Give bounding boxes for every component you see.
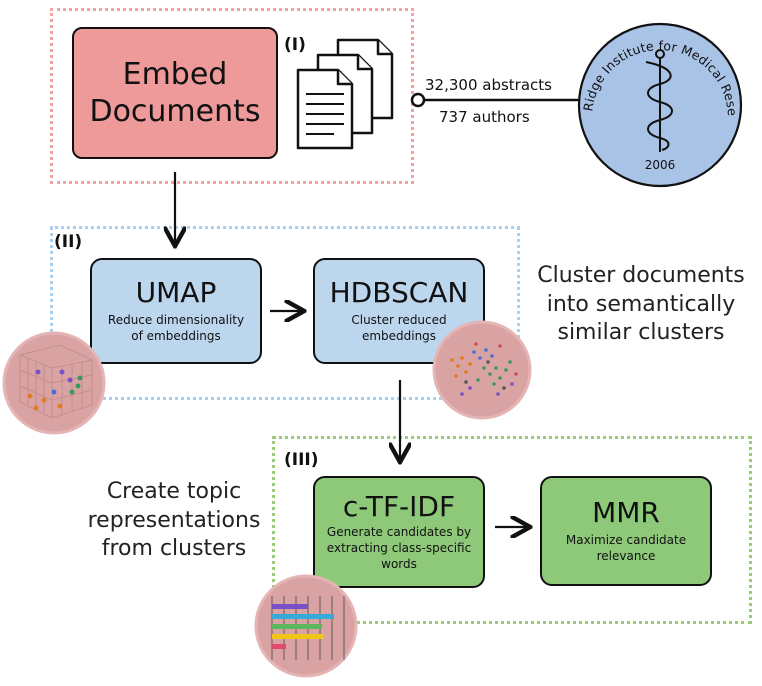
ctfidf-box: c-TF-IDF Generate candidates by extracti…	[313, 476, 485, 588]
authors-count: 737 authors	[439, 108, 530, 126]
umap-box: UMAP Reduce dimensionality of embeddings	[90, 258, 262, 364]
abstracts-count: 32,300 abstracts	[425, 76, 552, 94]
caduceus-icon	[645, 49, 673, 152]
umap-desc-2: of embeddings	[131, 329, 221, 344]
cluster-description: Cluster documents into semantically simi…	[532, 262, 750, 348]
mmr-title: MMR	[592, 495, 660, 529]
mmr-box: MMR Maximize candidate relevance	[540, 476, 712, 586]
section-cluster-box	[50, 226, 520, 400]
connector-node	[410, 92, 426, 108]
hdbscan-box: HDBSCAN Cluster reduced embeddings	[313, 258, 485, 364]
stage-one-label: (I)	[284, 35, 306, 55]
cluster-desc-line3: similar clusters	[557, 320, 725, 346]
ctfidf-desc-3: words	[381, 557, 417, 572]
hdbscan-desc-1: Cluster reduced	[351, 313, 447, 328]
topics-desc-line2: representations	[87, 507, 261, 533]
hdbscan-title: HDBSCAN	[329, 275, 469, 309]
topics-desc-line3: from clusters	[101, 536, 247, 562]
cluster-desc-line2: into semantically	[546, 291, 736, 317]
ctfidf-desc-1: Generate candidates by	[326, 525, 472, 540]
mmr-desc-1: Maximize candidate	[565, 533, 687, 548]
umap-title: UMAP	[135, 275, 217, 309]
stage-three-label: (III)	[284, 450, 319, 470]
umap-desc-1: Reduce dimensionality	[107, 313, 245, 328]
cluster-desc-line1: Cluster documents	[537, 263, 745, 288]
ctfidf-title: c-TF-IDF	[342, 489, 456, 523]
embed-title-line2: Documents	[89, 94, 261, 129]
embed-documents-box: Embed Documents	[72, 27, 278, 159]
topics-desc-line1: Create topic	[106, 479, 242, 504]
mmr-desc-2: relevance	[596, 549, 656, 564]
hdbscan-desc-2: embeddings	[361, 329, 437, 344]
ctfidf-desc-2: extracting class-specific	[326, 541, 472, 556]
stage-two-label: (II)	[54, 232, 83, 252]
seal-year: 2006	[645, 158, 676, 172]
embed-title-line1: Embed	[122, 56, 228, 92]
section-topics-box	[272, 436, 752, 624]
topics-description: Create topic representations from cluste…	[80, 478, 268, 564]
